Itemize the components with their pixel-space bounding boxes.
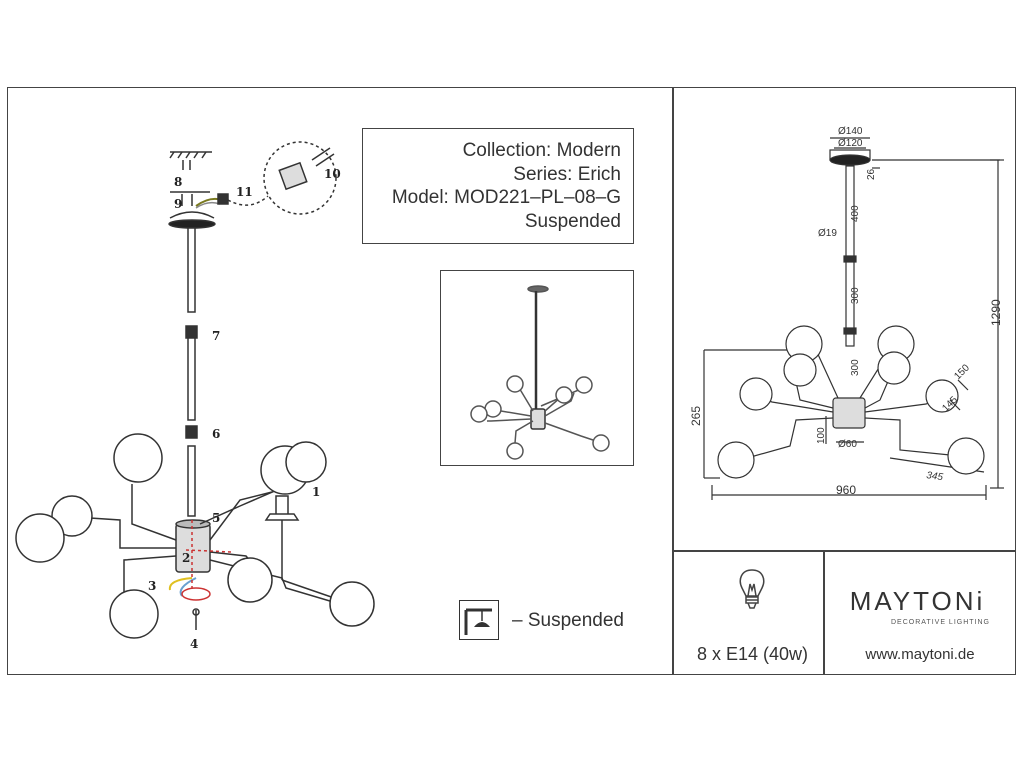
callout-8: 8 — [174, 175, 182, 189]
callout-5: 5 — [212, 511, 220, 525]
ceiling-hatch — [169, 151, 212, 159]
website-link[interactable]: www.maytoni.de — [865, 646, 975, 663]
collection-text: Collection: Modern — [462, 140, 621, 161]
power-spec: 8 x E14 (40w) — [696, 644, 809, 664]
drawing-frame — [7, 87, 1016, 675]
callout-4: 4 — [190, 637, 198, 651]
divider-bottom-cells — [823, 550, 825, 675]
callout-2: 2 — [182, 551, 190, 565]
callout-10: 10 — [324, 167, 341, 181]
assembly-drawing: 1 2 3 4 5 6 7 8 9 10 11 — [15, 141, 375, 651]
suspended-icon — [459, 600, 499, 640]
preview-box — [440, 270, 634, 466]
divider-bottom-right — [672, 550, 1016, 552]
callout-6: 6 — [212, 427, 220, 441]
bulb-icon — [739, 569, 765, 609]
brand-logo: MAYTONi — [849, 586, 986, 616]
product-info-box: Collection: Modern Series: Erich Model: … — [362, 128, 634, 244]
model-text: Model: MOD221–PL–08–G — [391, 187, 621, 208]
brand-tagline: DECORATIVE LIGHTING — [891, 619, 990, 626]
series-text: Series: Erich — [513, 163, 621, 185]
type-text: Suspended — [524, 210, 621, 232]
divider-left-right — [672, 87, 674, 675]
callout-7: 7 — [212, 329, 220, 343]
callout-1: 1 — [312, 485, 320, 499]
callout-3: 3 — [148, 579, 156, 593]
preview-illustration — [470, 285, 610, 460]
callout-11: 11 — [236, 185, 253, 199]
legend-label: – Suspended — [512, 610, 624, 631]
callout-9: 9 — [174, 197, 182, 211]
